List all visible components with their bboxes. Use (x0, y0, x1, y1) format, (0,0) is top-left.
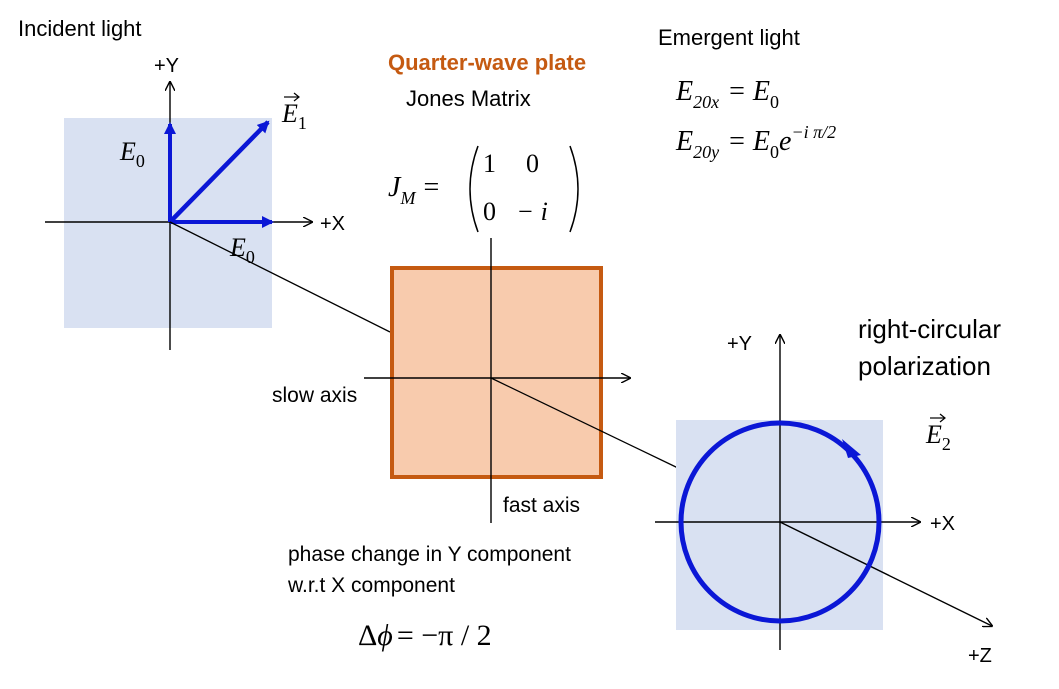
quarter-wave-plate: Quarter-wave plate Jones Matrix JM= 1 0 … (272, 50, 630, 652)
plate-title: Quarter-wave plate (388, 50, 586, 75)
slow-axis-label: slow axis (272, 384, 357, 407)
matrix-m21: 0 (483, 197, 496, 226)
emergent-eq2: E20y=E0e−i π/2 (675, 122, 836, 162)
plate-body (390, 266, 603, 479)
emergent-axis-z-label: +Z (968, 645, 992, 667)
e1-vector-accent-head (293, 92, 300, 102)
emergent-title: Emergent light (658, 25, 800, 50)
e2-vector-accent-head (939, 413, 946, 423)
phase-change-line1: phase change in Y component (288, 543, 571, 566)
incident-axis-x-label: +X (320, 213, 345, 235)
emergent-z-axis (779, 521, 992, 626)
e0-x-label: E0 (229, 233, 255, 267)
phase-equation: Δϕ= −π / 2 (358, 619, 492, 652)
e2-label: E2 (925, 413, 951, 454)
plate-subtitle: Jones Matrix (406, 86, 531, 111)
svg-text:E1: E1 (281, 99, 307, 133)
beam-path-through (490, 377, 679, 469)
e1-vector (168, 120, 270, 224)
matrix-m11: 1 (483, 149, 496, 178)
jones-matrix-symbol: JM= (388, 172, 439, 208)
matrix-right-paren (569, 145, 579, 233)
e0-y-label: E0 (119, 137, 145, 171)
e1-label: E1 (281, 92, 307, 133)
emergent-eq1: E20x=E0 (675, 76, 779, 112)
beam-path-in (169, 221, 391, 333)
matrix-left-paren (469, 145, 479, 233)
matrix-m12: 0 (526, 149, 539, 178)
polarization-line1: right-circular (858, 314, 1001, 344)
incident-axis-y-label: +Y (154, 55, 179, 77)
svg-text:E2: E2 (925, 420, 951, 454)
circle-direction-arrowhead (842, 439, 861, 458)
jones-matrix: JM= 1 0 0 −i (388, 145, 579, 233)
fast-axis-label: fast axis (503, 494, 580, 517)
emergent-axis-y-label: +Y (727, 333, 752, 355)
emergent-light: Emergent light E20x=E0 E20y=E0e−i π/2 ri… (655, 25, 1001, 667)
incident-light-panel: Incident light +Y +X E0 E0 E1 (18, 16, 345, 350)
polarization-line2: polarization (858, 351, 991, 381)
polarization-circle (678, 420, 882, 624)
phase-change-line2: w.r.t X component (287, 574, 455, 597)
emergent-axis-x-label: +X (930, 513, 955, 535)
incident-title: Incident light (18, 16, 142, 41)
matrix-m22: −i (518, 197, 548, 226)
